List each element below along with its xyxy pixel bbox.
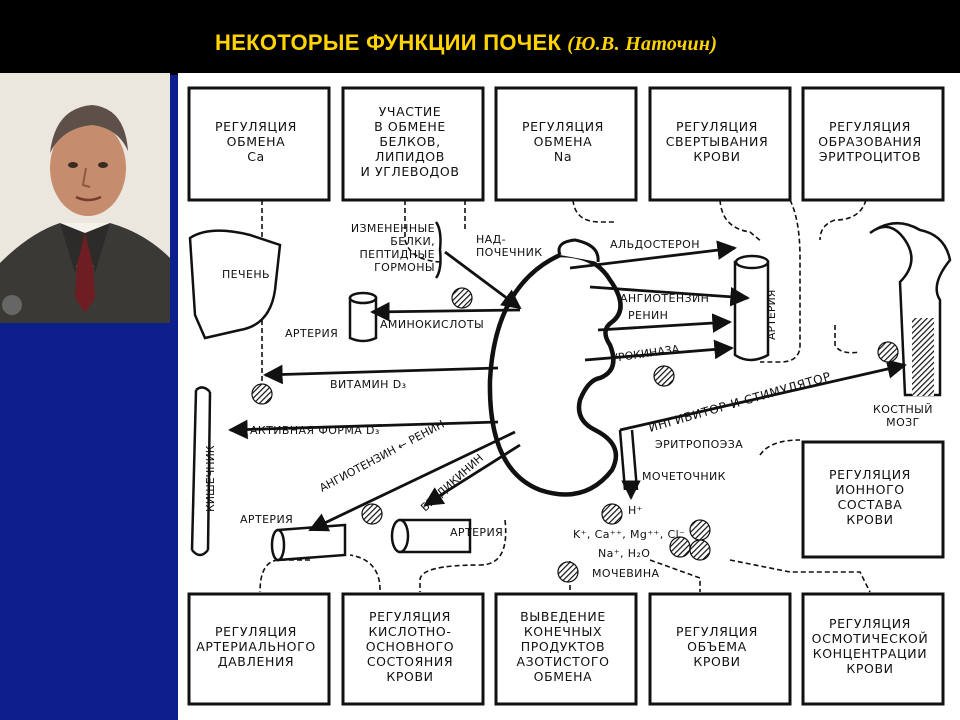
box-coagulation: РЕГУЛЯЦИЯ СВЕРТЫВАНИЯ КРОВИ <box>650 88 784 194</box>
liver-shape <box>188 229 282 340</box>
artery-left <box>348 291 378 343</box>
h-plus-label: H⁺ <box>628 504 643 517</box>
box-osmotic-text: РЕГУЛЯЦИЯ ОСМОТИЧЕСКОЙ КОНЦЕНТРАЦИИ КРОВ… <box>811 616 929 676</box>
box-blood-volume-text: РЕГУЛЯЦИЯ ОБЪЕМА КРОВИ <box>676 623 758 669</box>
box-erythropoiesis: РЕГУЛЯЦИЯ ОБРАЗОВАНИЯ ЭРИТРОЦИТОВ <box>803 88 937 194</box>
slide-title: НЕКОТОРЫЕ ФУНКЦИИ ПОЧЕК(Ю.В. Наточин) <box>215 30 717 56</box>
inhibitor-label: ИНГИБИТОР И СТИМУЛЯТОР <box>647 369 833 435</box>
artery-bottom <box>270 518 472 562</box>
hatched-markers <box>251 287 899 583</box>
ureter-label: МОЧЕТОЧНИК <box>642 470 726 483</box>
angiotensin-top-label: АНГИОТЕНЗИН <box>620 292 710 305</box>
artery-bl-label: АРТЕРИЯ <box>240 513 294 526</box>
adrenal-shape <box>557 238 600 263</box>
active-form-label: АКТИВНАЯ ФОРМА D₃ <box>250 424 380 437</box>
box-erythropoiesis-text: РЕГУЛЯЦИЯ ОБРАЗОВАНИЯ ЭРИТРОЦИТОВ <box>818 118 922 164</box>
changed-proteins-label: ИЗМЕНЕННЫЕ БЕЛКИ, ПЕПТИДНЫЕ ГОРМОНЫ <box>350 222 435 274</box>
top-boxes <box>187 86 945 706</box>
kidney-shape <box>487 252 623 497</box>
urea-label: МОЧЕВИНА <box>592 567 660 580</box>
intestine-label: КИШЕЧНИК <box>204 445 217 512</box>
title-bar: НЕКОТОРЫЕ ФУНКЦИИ ПОЧЕК(Ю.В. Наточин) <box>0 0 960 75</box>
vitamin-d3-label: ВИТАМИН D₃ <box>330 378 407 391</box>
amino-acids-label: АМИНОКИСЛОТЫ <box>380 318 485 331</box>
box-ca-metabolism: РЕГУЛЯЦИЯ ОБМЕНА Ca <box>189 88 323 194</box>
ureter-shape <box>618 429 639 491</box>
artery-left-label: АРТЕРИЯ <box>285 327 339 340</box>
ions-label: K⁺, Ca⁺⁺, Mg⁺⁺, Cl⁻ <box>573 528 686 541</box>
liver-label: ПЕЧЕНЬ <box>222 268 270 281</box>
urokinase-label: УРОКИНАЗА <box>611 343 681 365</box>
artery-right <box>733 254 770 362</box>
adrenal-label: НАД- ПОЧЕЧНИК <box>476 233 543 259</box>
arrows <box>228 240 907 532</box>
box-acid-base: РЕГУЛЯЦИЯ КИСЛОТНО- ОСНОВНОГО СОСТОЯНИЯ … <box>343 594 477 698</box>
box-blood-volume: РЕГУЛЯЦИЯ ОБЪЕМА КРОВИ <box>650 594 784 698</box>
intestine-shape <box>190 386 212 557</box>
box-protein-lipid-text: УЧАСТИЕ В ОБМЕНЕ БЕЛКОВ, ЛИПИДОВ И УГЛЕВ… <box>360 103 460 179</box>
portrait-photo <box>0 73 170 323</box>
title-author: (Ю.В. Наточин) <box>567 33 718 55</box>
box-acid-base-text: РЕГУЛЯЦИЯ КИСЛОТНО- ОСНОВНОГО СОСТОЯНИЯ … <box>365 608 455 684</box>
box-coagulation-text: РЕГУЛЯЦИЯ СВЕРТЫВАНИЯ КРОВИ <box>665 118 769 164</box>
box-ca-metabolism-text: РЕГУЛЯЦИЯ ОБМЕНА Ca <box>215 118 297 164</box>
box-na-metabolism-text: РЕГУЛЯЦИЯ ОБМЕНА Na <box>522 118 604 164</box>
box-blood-pressure-text: РЕГУЛЯЦИЯ АРТЕРИАЛЬНОГО ДАВЛЕНИЯ <box>196 623 316 669</box>
box-osmotic: РЕГУЛЯЦИЯ ОСМОТИЧЕСКОЙ КОНЦЕНТРАЦИИ КРОВ… <box>803 594 937 698</box>
renin-top-label: РЕНИН <box>628 309 669 322</box>
box-na-metabolism: РЕГУЛЯЦИЯ ОБМЕНА Na <box>496 88 630 194</box>
na-h2o-label: Na⁺, H₂O <box>598 547 651 560</box>
erythropoiesis-label: ЭРИТРОПОЭЗА <box>655 438 744 451</box>
box-nitrogen-excretion: ВЫВЕДЕНИЕ КОНЕЧНЫХ ПРОДУКТОВ АЗОТИСТОГО … <box>496 594 630 698</box>
box-ion-composition-text: РЕГУЛЯЦИЯ ИОННОГО СОСТАВА КРОВИ <box>829 466 911 527</box>
bone-marrow-texture <box>912 318 934 396</box>
portrait-drawing <box>0 73 170 323</box>
box-protein-lipid: УЧАСТИЕ В ОБМЕНЕ БЕЛКОВ, ЛИПИДОВ И УГЛЕВ… <box>343 88 477 194</box>
bone-marrow-label: КОСТНЫЙ МОЗГ <box>873 403 933 429</box>
box-nitrogen-excretion-text: ВЫВЕДЕНИЕ КОНЕЧНЫХ ПРОДУКТОВ АЗОТИСТОГО … <box>516 608 610 684</box>
bracket <box>434 221 442 279</box>
artery-bm-label: АРТЕРИЯ <box>450 526 504 539</box>
box-blood-pressure: РЕГУЛЯЦИЯ АРТЕРИАЛЬНОГО ДАВЛЕНИЯ <box>189 594 323 698</box>
aldosterone-label: АЛЬДОСТЕРОН <box>610 238 700 251</box>
artery-right-label: АРТЕРИЯ <box>765 290 778 340</box>
box-ion-composition: РЕГУЛЯЦИЯ ИОННОГО СОСТАВА КРОВИ <box>803 442 937 551</box>
title-main: НЕКОТОРЫЕ ФУНКЦИИ ПОЧЕК <box>215 30 562 55</box>
